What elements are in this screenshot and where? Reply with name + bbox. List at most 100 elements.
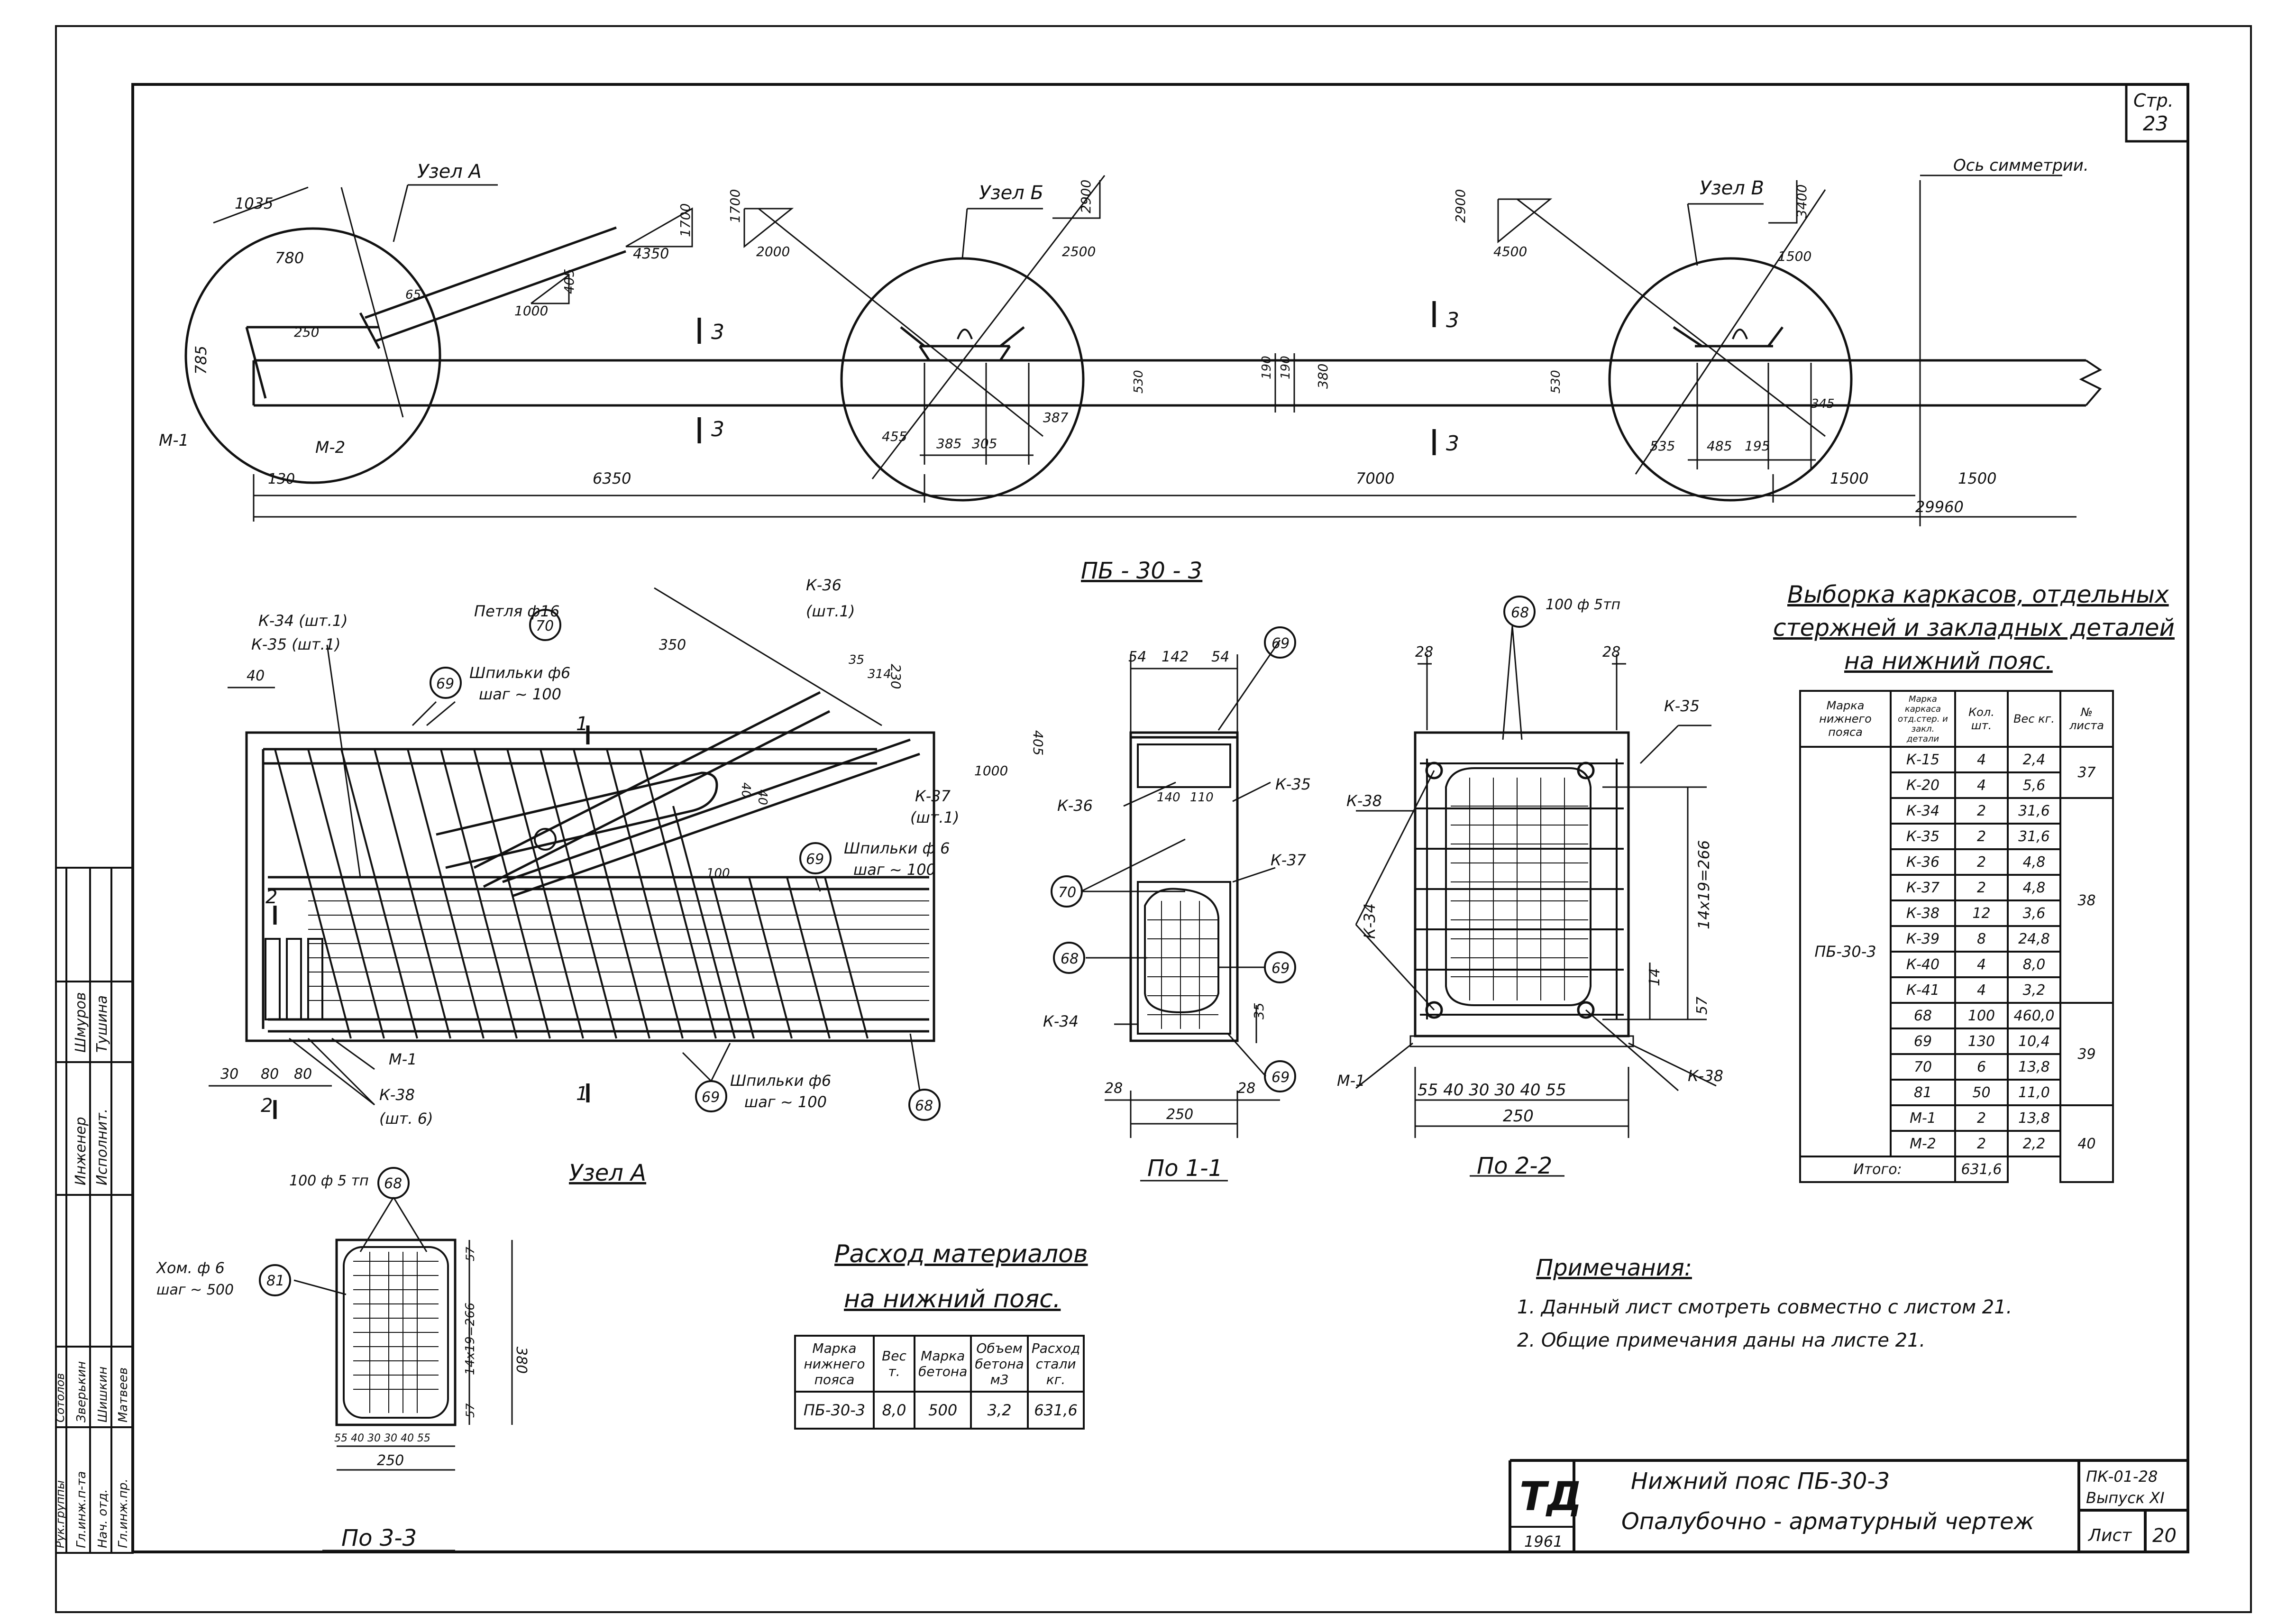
section-3b-top: 3: [1446, 308, 1459, 332]
callout-68-s22: [1503, 596, 1536, 628]
selection-title-3: на нижний пояс.: [1844, 647, 2053, 675]
section-3b-bottom: 3: [1446, 431, 1459, 456]
selection-row: К-34 2 31,6 38: [1800, 797, 2114, 1004]
dim-350: 350: [659, 637, 686, 653]
materials-header: Марка бетона: [913, 1335, 972, 1393]
selection-cell: 460,0: [2007, 1002, 2061, 1029]
dim-3400: 3400: [1794, 184, 1810, 218]
section-1-bottom: 1: [576, 1083, 588, 1105]
section-3a-bottom: 3: [711, 417, 724, 441]
sec22-m1: М-1: [1337, 1072, 1365, 1090]
callout-68-text: 68: [915, 1098, 933, 1114]
selection-cell: 5,6: [2007, 771, 2061, 799]
materials-cell: 631,6: [1026, 1391, 1085, 1430]
elevation-labels: Узел А Узел Б Узел В Ось симметрии. М-1 …: [159, 156, 2089, 516]
sec33-clamp: Хом. ф 6: [156, 1259, 225, 1277]
callout-69a-s11: [1264, 626, 1296, 659]
selection-table: Марка нижнего пояса Марка каркаса отд.ст…: [1799, 690, 2114, 1183]
sec22-k38a: К-38: [1346, 792, 1382, 810]
dim-30: 30: [220, 1066, 238, 1083]
sec22-d28a: 28: [1415, 644, 1433, 661]
selection-row: 68 100 460,0 39: [1800, 1002, 2114, 1106]
sec33-c68: 68: [384, 1175, 402, 1192]
section-2-2-labels: По 2-2 100 ф 5тп 68 К-35 К-38 К-34 М-1 К…: [1337, 596, 1723, 1179]
sec22-rebar: 100 ф 5тп: [1546, 596, 1620, 613]
sec11-k34: К-34: [1043, 1012, 1079, 1030]
selection-sheet: 38: [2059, 797, 2114, 1004]
selection-row: К-37 2 4,8: [1800, 874, 2113, 901]
selection-cell: 2: [1954, 823, 2009, 850]
callout-69a: [430, 667, 462, 699]
k37-label: К-37: [915, 787, 951, 805]
dim-4500: 4500: [1493, 244, 1527, 259]
dim-130: 130: [268, 471, 295, 487]
axis-label: Ось симметрии.: [1953, 156, 2089, 175]
selection-sheet: 39: [2059, 1002, 2114, 1106]
sec33-d57a: 57: [464, 1247, 477, 1261]
dim-1500a: 1500: [1830, 469, 1868, 487]
stamp-role-4: Гл.инж.пр.: [116, 1478, 130, 1548]
callout-70-s11: [1051, 875, 1083, 908]
materials-subtitle: на нижний пояс.: [844, 1285, 1061, 1313]
dim-190b: 190: [1279, 356, 1293, 379]
selection-row: М-1 2 13,8 40: [1800, 1104, 2114, 1183]
materials-table: Марка нижнего пояса Вес т. Марка бетона …: [794, 1335, 1085, 1430]
node-b-label: Узел Б: [979, 182, 1043, 204]
materials-header: Объем бетона м3: [970, 1335, 1029, 1393]
sec11-d28a: 28: [1105, 1080, 1123, 1097]
selection-cell: 31,6: [2007, 797, 2061, 825]
sec22-d57: 57: [1694, 997, 1711, 1015]
year: 1961: [1524, 1532, 1563, 1551]
m1-label: М-1: [159, 431, 189, 450]
selection-cell: 2: [1954, 848, 2009, 876]
callout-68-s33: [377, 1167, 410, 1199]
sec11-d35: 35: [1251, 1002, 1267, 1019]
selection-cell: К-35: [1890, 823, 1956, 850]
notes: Примечания: 1. Данный лист смотреть совм…: [1517, 1255, 2012, 1351]
dim-35: 35: [849, 653, 864, 667]
section-3-3-labels: По 3-3 100 ф 5 тп 68 Хом. ф 6 шаг ~ 500 …: [156, 1173, 530, 1551]
sheet-label: Лист: [2087, 1526, 2132, 1545]
code: ПК-01-28: [2086, 1468, 2158, 1486]
selection-cell: 69: [1890, 1028, 1956, 1055]
k36-qty: (шт.1): [806, 602, 855, 620]
selection-cell: 12: [1954, 899, 2009, 927]
selection-cell: 2: [1954, 1130, 2009, 1157]
selection-total-row: Итого: 631,6: [1799, 1156, 2113, 1183]
left-stamp: Инженер Шмуров Исполнит. Тушина Гл.инж.п…: [54, 867, 134, 1554]
pins-mid-label: Шпильки ф 6: [844, 839, 950, 857]
node-a-title: Узел А: [569, 1160, 646, 1186]
selection-header: Кол. шт.: [1954, 690, 2009, 748]
dim-65: 65: [405, 288, 421, 302]
k35-label: К-35 (шт.1): [251, 635, 341, 653]
k38-label: К-38: [379, 1086, 415, 1104]
k37-qty: (шт.1): [910, 808, 959, 826]
sec33-dims-bottom: 55 40 30 30 40 55: [334, 1432, 430, 1444]
dim-40: 40: [247, 668, 265, 684]
sec11-c69c: 69: [1271, 1069, 1290, 1086]
stamp-role-2: Гл.инж.п-та: [74, 1471, 89, 1548]
materials-header: Марка нижнего пояса: [794, 1335, 875, 1393]
selection-cell: М-1: [1890, 1104, 1956, 1132]
selection-cell: 130: [1954, 1028, 2009, 1055]
logo: ТД: [1519, 1473, 1582, 1520]
callout-69b-text: 69: [806, 851, 824, 868]
selection-row: К-39 8 24,8: [1800, 925, 2113, 953]
callout-68: [908, 1089, 941, 1121]
selection-sheet: 37: [2059, 746, 2114, 799]
selection-cell: 2: [1954, 1104, 2009, 1132]
callout-69b: [799, 842, 832, 874]
selection-cell: 4: [1954, 976, 2009, 1004]
note-2: 2. Общие примечания даны на листе 21.: [1517, 1330, 1925, 1351]
sec11-c70: 70: [1058, 884, 1076, 901]
selection-row: К-41 4 3,2: [1800, 976, 2113, 1004]
sec22-k38b: К-38: [1688, 1067, 1723, 1085]
selection-header: Вес кг.: [2007, 690, 2061, 748]
stamp-name-0: Шмуров: [73, 992, 89, 1053]
selection-cell: 4: [1954, 771, 2009, 799]
dim-485: 485: [1707, 438, 1732, 454]
node-a-labels: Узел А К-34 (шт.1) К-35 (шт.1) Петля ф16…: [220, 576, 1046, 1186]
dim-1700b: 1700: [727, 189, 743, 223]
selection-cell: 2: [1954, 797, 2009, 825]
selection-total: 631,6: [1954, 1156, 2009, 1183]
